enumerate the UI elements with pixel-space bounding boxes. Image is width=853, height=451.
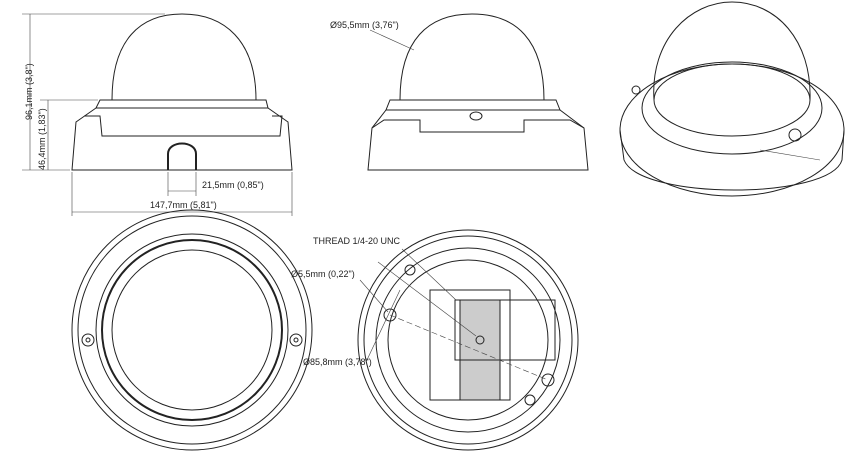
side-view-front	[22, 13, 293, 216]
total-height-label: 96,1mm (3,8")	[24, 63, 34, 120]
top-view	[71, 209, 313, 451]
base-diameter-label: 147,7mm (5,81")	[150, 200, 217, 210]
hole-circle-diameter-label: Ø85,8mm (3,78")	[303, 357, 372, 367]
side-view-side	[367, 13, 589, 171]
thread-label: THREAD 1/4-20 UNC	[313, 236, 401, 246]
bottom-view	[357, 229, 579, 451]
hole-diameter-label: Ø5,5mm (0,22")	[291, 269, 355, 279]
perspective-view	[619, 1, 845, 197]
base-height-label: 46,4mm (1,83")	[37, 108, 47, 170]
dome-diameter-label: Ø95,5mm (3,76")	[330, 20, 399, 30]
cable-slot-width-label: 21,5mm (0,85")	[202, 180, 264, 190]
